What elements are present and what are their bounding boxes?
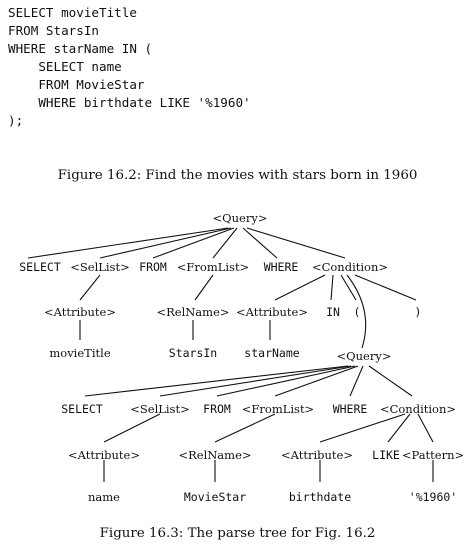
leaf-birthdate: birthdate	[289, 490, 351, 504]
node-from-keyword: FROM	[139, 260, 167, 274]
edge	[99, 227, 232, 259]
node-fromlist: <FromList>	[242, 402, 314, 416]
sql-line: SELECT name	[8, 59, 122, 74]
edge	[212, 227, 238, 259]
edge	[387, 413, 411, 443]
sql-line: SELECT movieTitle	[8, 5, 137, 20]
edge	[417, 413, 434, 443]
sql-line: WHERE birthdate LIKE '%1960'	[8, 95, 251, 110]
edge	[340, 274, 357, 301]
node-from-keyword: FROM	[203, 402, 231, 416]
tree-edges	[27, 227, 434, 482]
edge	[159, 365, 352, 397]
sql-query-listing: SELECT movieTitle FROM StarsIn WHERE sta…	[8, 4, 251, 130]
leaf-name: name	[88, 490, 120, 504]
node-select-keyword: SELECT	[19, 260, 61, 274]
node-condition: <Condition>	[380, 402, 456, 416]
node-query-subquery: <Query>	[337, 349, 392, 363]
sql-line: FROM MovieStar	[8, 77, 145, 92]
edge	[274, 365, 359, 397]
edge	[152, 227, 235, 259]
edge	[194, 274, 214, 301]
edge	[274, 274, 326, 301]
node-attribute: <Attribute>	[236, 305, 308, 319]
leaf-movietitle: movieTitle	[49, 346, 110, 360]
node-in-keyword: IN	[326, 305, 340, 319]
edge	[368, 365, 413, 397]
node-open-paren: (	[354, 305, 361, 319]
tree-nodes: <Query> SELECT <SelList> FROM <FromList>…	[19, 211, 464, 504]
edge	[246, 227, 346, 259]
edge	[27, 227, 229, 259]
edge	[214, 413, 276, 443]
node-sellist: <SelList>	[130, 402, 189, 416]
figure-16-2-caption: Figure 16.2: Find the movies with stars …	[57, 168, 418, 183]
node-where-keyword: WHERE	[264, 260, 299, 274]
edge	[349, 365, 364, 397]
leaf-starname: starName	[244, 346, 299, 360]
edge	[103, 413, 161, 443]
edge	[242, 227, 278, 259]
node-where-keyword: WHERE	[333, 402, 368, 416]
edge	[319, 413, 406, 443]
node-sellist: <SelList>	[70, 260, 129, 274]
leaf-moviestar: MovieStar	[184, 490, 246, 504]
sql-line: FROM StarsIn	[8, 23, 99, 38]
sql-line: WHERE starName IN (	[8, 41, 153, 56]
edge	[330, 274, 334, 301]
node-attribute: <Attribute>	[68, 448, 140, 462]
figure-16-3-caption: Figure 16.3: The parse tree for Fig. 16.…	[99, 526, 376, 541]
node-query-root: <Query>	[213, 211, 268, 225]
node-select-keyword: SELECT	[61, 402, 103, 416]
node-pattern: <Pattern>	[402, 448, 464, 462]
edge	[216, 365, 356, 397]
edge	[354, 274, 417, 301]
node-like-keyword: LIKE	[372, 448, 400, 462]
node-relname: <RelName>	[156, 305, 229, 319]
node-close-paren: )	[415, 305, 422, 319]
node-attribute: <Attribute>	[44, 305, 116, 319]
leaf-starsin: StarsIn	[169, 346, 217, 360]
edge	[84, 365, 349, 397]
leaf-pattern-value: '%1960'	[409, 490, 457, 504]
edge	[346, 274, 367, 349]
node-fromlist: <FromList>	[177, 260, 249, 274]
edge	[79, 274, 101, 301]
node-relname: <RelName>	[178, 448, 251, 462]
node-attribute: <Attribute>	[281, 448, 353, 462]
node-condition: <Condition>	[312, 260, 388, 274]
sql-line: );	[8, 113, 24, 128]
